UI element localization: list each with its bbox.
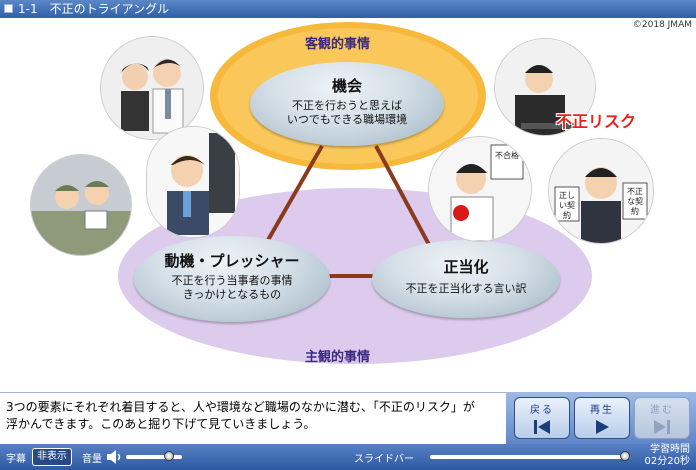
narration-caption: 3つの要素にそれぞれ着目すると、人や環境など職場のなかに潜む、「不正のリスク」が… — [0, 392, 506, 444]
subtitle-toggle-button[interactable]: 非表示 — [32, 448, 72, 466]
skip-back-icon — [534, 420, 550, 434]
title-bar: 1-1 不正のトライアングル — [0, 0, 696, 18]
opportunity-node: 機会 不正を行おうと思えば いつでもできる職場環境 — [250, 62, 444, 146]
study-time: 学習時間 02分20秒 — [645, 444, 690, 468]
motivation-node: 動機・プレッシャー 不正を行う当事者の事情 きっかけとなるもの — [134, 236, 330, 322]
study-time-value: 02分20秒 — [644, 456, 690, 467]
lesson-icon — [4, 4, 13, 13]
opportunity-desc-1: 不正を行おうと思えば — [292, 99, 402, 112]
caption-line-2: 浮かんできます。このあと掘り下げて見ていきましょう。 — [6, 417, 316, 431]
objective-label: 客観的事情 — [305, 37, 371, 52]
volume-label: 音量 — [82, 454, 102, 465]
rationalization-desc-1: 不正を正当化する言い訳 — [405, 282, 527, 295]
study-time-label: 学習時間 — [650, 444, 690, 455]
slide-progress-thumb[interactable] — [620, 451, 630, 461]
doc-not-pass-label: 不合格 — [495, 151, 519, 160]
play-button-label: 再生 — [590, 405, 614, 416]
motivation-desc-2: きっかけとなるもの — [182, 288, 282, 301]
opportunity-desc-2: いつでもできる職場環境 — [286, 113, 408, 126]
forward-button-label: 進む — [650, 405, 674, 416]
play-button[interactable]: 再生 — [574, 397, 630, 439]
fraud-risk-label: 不正リスク — [556, 112, 637, 131]
play-icon — [596, 420, 609, 434]
motivation-heading: 動機・プレッシャー — [164, 252, 300, 270]
copyright: ©2018 JMAM — [632, 20, 692, 30]
rationalization-node: 正当化 不正を正当化する言い訳 — [372, 240, 560, 318]
caption-line-1: 3つの要素にそれぞれ着目すると、人や環境など職場のなかに潜む、「不正のリスク」が — [6, 400, 475, 414]
illustration-contracts: 正しい契約 不正な契約 — [548, 138, 654, 244]
back-button-label: 戻る — [530, 405, 554, 416]
illustration-failed-worker: 不合格 — [428, 136, 532, 242]
page-title: 1-1 不正のトライアングル — [18, 2, 170, 16]
nav-panel: 戻る 再生 進む — [506, 392, 696, 444]
slide-progress-track[interactable] — [430, 455, 630, 459]
illustration-factory-workers — [30, 154, 132, 256]
speaker-icon — [107, 450, 121, 464]
doc-fraud-label: 不正な契約 — [627, 187, 643, 216]
subjective-label: 主観的事情 — [305, 350, 371, 365]
illustration-bowing-executives — [494, 38, 596, 136]
back-button[interactable]: 戻る — [514, 397, 570, 439]
volume-slider-thumb[interactable] — [164, 451, 174, 461]
slider-label: スライドバー — [354, 454, 414, 465]
volume-track[interactable] — [126, 455, 182, 459]
doc-correct-label: 正しい契約 — [559, 191, 575, 220]
diagram-stage: 客観的事情 主観的事情 機会 不正を行おうと思えば いつでもできる職場環境 動機… — [0, 18, 696, 390]
rationalization-heading: 正当化 — [443, 258, 489, 276]
illustration-office-worker — [146, 126, 240, 238]
motivation-desc-1: 不正を行う当事者の事情 — [171, 274, 293, 287]
opportunity-heading: 機会 — [331, 77, 362, 95]
illustration-tired-worker — [100, 36, 204, 140]
bottom-bar: 字幕 非表示 音量 スライドバー 学習時間 02分20秒 — [0, 444, 696, 470]
subtitle-label: 字幕 — [6, 454, 26, 465]
skip-forward-icon — [654, 420, 670, 434]
forward-button[interactable]: 進む — [634, 397, 690, 439]
